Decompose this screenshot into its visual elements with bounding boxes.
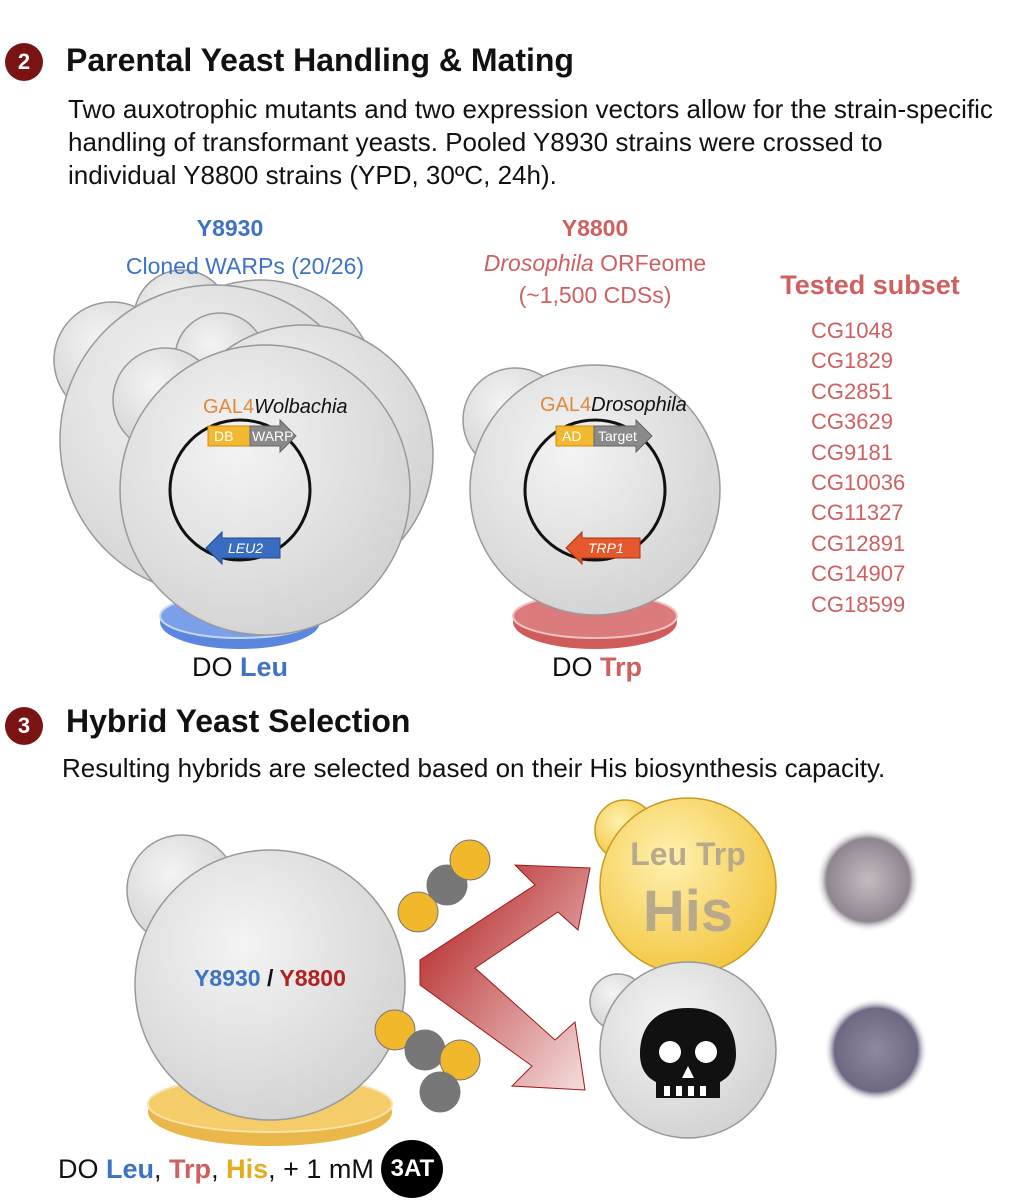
do-prefix: DO xyxy=(191,652,233,682)
section-2-description: Two auxotrophic mutants and two expressi… xyxy=(68,94,993,190)
y8800-subtitle: Drosophila ORFeome xyxy=(440,250,750,277)
species-label: Drosophila xyxy=(591,394,687,416)
species-label: Wolbachia xyxy=(254,396,348,418)
section-3-title: Hybrid Yeast Selection xyxy=(66,703,411,739)
separator: , xyxy=(211,1153,227,1184)
section-number: 2 xyxy=(17,49,31,74)
trp-aa: Trp xyxy=(600,652,643,682)
y8930-cell-stack xyxy=(53,269,434,636)
gal4-label: GAL4 xyxy=(203,396,255,418)
section-3-description: Resulting hybrids are selected based on … xyxy=(62,753,886,783)
his-positive-cell xyxy=(594,797,777,975)
separator: , xyxy=(154,1153,170,1184)
hybrid-label: Y8930 / Y8800 xyxy=(170,965,370,992)
gene-item: CG18599 xyxy=(811,591,906,617)
colony-no-growth xyxy=(824,998,928,1102)
his-selection-medium: DO Leu, Trp, His, + 1 mM 3AT xyxy=(58,1140,444,1198)
do-leu-label: DO Leu xyxy=(140,652,340,683)
trp-aa: Trp xyxy=(169,1153,212,1184)
ad-domain-label: AD xyxy=(562,428,582,444)
orfeome-text: ORFeome xyxy=(593,250,707,276)
section-number: 3 xyxy=(17,713,31,738)
do-prefix: DO xyxy=(58,1153,107,1184)
do-prefix: DO xyxy=(551,652,593,682)
tested-subset-title: Tested subset xyxy=(780,270,960,300)
y8930-plasmid xyxy=(168,418,312,566)
gene-item: CG12891 xyxy=(811,530,906,556)
gene-item: CG2851 xyxy=(811,378,893,404)
warp-insert-label: WARP xyxy=(252,428,294,444)
skull-icon xyxy=(640,1008,736,1098)
gal4-label: GAL4 xyxy=(540,394,592,416)
gene-item: CG11327 xyxy=(811,500,904,526)
gene-item: CG3629 xyxy=(811,409,893,435)
y8800-label: Y8800 xyxy=(561,215,629,241)
section-2-title: Parental Yeast Handling & Mating xyxy=(66,42,574,78)
leu-aa: Leu xyxy=(106,1153,155,1184)
section-3-badge: 3 xyxy=(5,707,43,745)
gene-item: CG10036 xyxy=(811,470,906,496)
tested-subset-list: CG1048 CG1829 CG2851 CG3629 CG9181 CG100… xyxy=(811,316,905,620)
leu2-marker-label: LEU2 xyxy=(228,540,264,556)
concentration-text: , + 1 mM xyxy=(268,1153,382,1184)
target-insert-label: Target xyxy=(598,428,637,444)
gene-item: CG1829 xyxy=(811,348,893,374)
section-2-badge: 2 xyxy=(5,43,43,81)
gene-item: CG14907 xyxy=(811,561,906,587)
db-domain-label: DB xyxy=(214,428,234,444)
y8800-plasmid-label: GAL4Drosophila xyxy=(540,394,687,417)
gene-item: CG9181 xyxy=(811,439,893,465)
gene-item: CG1048 xyxy=(811,318,893,343)
hybrid-separator: / xyxy=(260,965,280,991)
drosophila-italic: Drosophila xyxy=(483,250,594,276)
y8800-hybrid-text: Y8800 xyxy=(279,965,346,991)
y8930-label: Y8930 xyxy=(196,215,264,241)
y8930-plasmid-label: GAL4Wolbachia xyxy=(203,396,348,419)
mating-dumbbells xyxy=(374,839,491,1113)
3at-badge: 3AT xyxy=(381,1140,444,1198)
do-trp-label: DO Trp xyxy=(512,652,682,683)
outcome-aa-label: Leu Trp xyxy=(630,836,746,872)
selection-arrow xyxy=(419,864,591,1091)
outcome-his-label: His xyxy=(642,879,734,944)
colony-growth xyxy=(816,828,920,932)
y8930-subtitle: Cloned WARPs (20/26) xyxy=(125,253,365,279)
y8800-subtitle-line2: (~1,500 CDSs) xyxy=(518,282,672,308)
trp1-marker-label: TRP1 xyxy=(588,540,624,556)
y8800-plasmid xyxy=(523,418,667,566)
y8930-hybrid-text: Y8930 xyxy=(194,965,261,991)
hybrid-cell xyxy=(126,834,406,1121)
leu-aa: Leu xyxy=(240,652,289,682)
his-aa: His xyxy=(226,1153,269,1184)
